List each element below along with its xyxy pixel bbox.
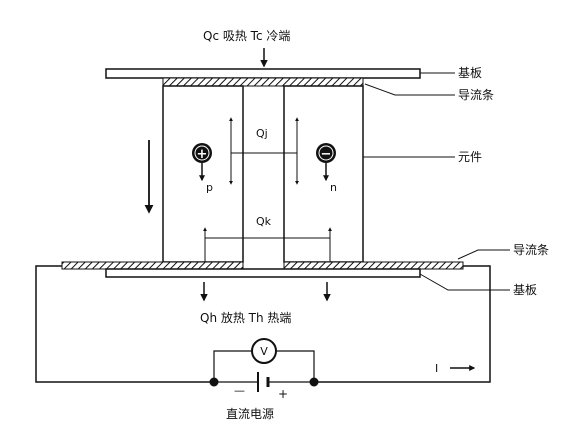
circuit-wire-left — [35, 265, 214, 383]
callout-element: 元件 — [458, 150, 482, 164]
bottom-substrate — [105, 268, 421, 278]
conduction-heat-label: Qk — [256, 215, 272, 228]
n-type-element — [283, 85, 364, 263]
p-label: p — [206, 181, 213, 194]
junction-dot-left — [209, 377, 219, 387]
joule-heat-label: Qj — [256, 127, 268, 140]
battery-plus-sign: + — [278, 387, 288, 401]
p-carrier-sign: + — [197, 147, 208, 162]
bottom-label: Qh 放热 Th 热端 — [200, 310, 291, 325]
n-carrier-sign: − — [321, 147, 332, 162]
battery-minus-sign: — — [234, 384, 245, 397]
callout-line-top-strip — [364, 83, 455, 96]
n-carrier-ring — [318, 145, 334, 161]
callout-top-substrate: 基板 — [458, 66, 482, 80]
meter-wire — [213, 350, 252, 382]
top-substrate — [105, 68, 421, 79]
callout-line-bottom-strip — [457, 249, 510, 260]
callout-top-strip: 导流条 — [458, 88, 494, 102]
voltmeter-icon — [251, 338, 277, 364]
callout-line-bottom-substrate — [419, 273, 510, 291]
n-label: n — [330, 181, 337, 194]
bottom-strip-right — [283, 261, 464, 270]
voltmeter-label: V — [260, 345, 268, 358]
top-conductor-strip — [162, 77, 364, 87]
callout-bottom-strip: 导流条 — [513, 243, 549, 257]
meter-wire-right — [276, 350, 315, 382]
p-carrier-ring — [194, 145, 210, 161]
callout-bottom-substrate: 基板 — [513, 283, 537, 297]
current-label: I — [435, 362, 438, 375]
top-label: Qc 吸热 Tc 冷端 — [203, 29, 290, 43]
bottom-strip-left — [61, 261, 244, 270]
junction-dot-right — [309, 377, 319, 387]
power-label: 直流电源 — [226, 407, 274, 421]
circuit-wire-right — [314, 265, 491, 383]
